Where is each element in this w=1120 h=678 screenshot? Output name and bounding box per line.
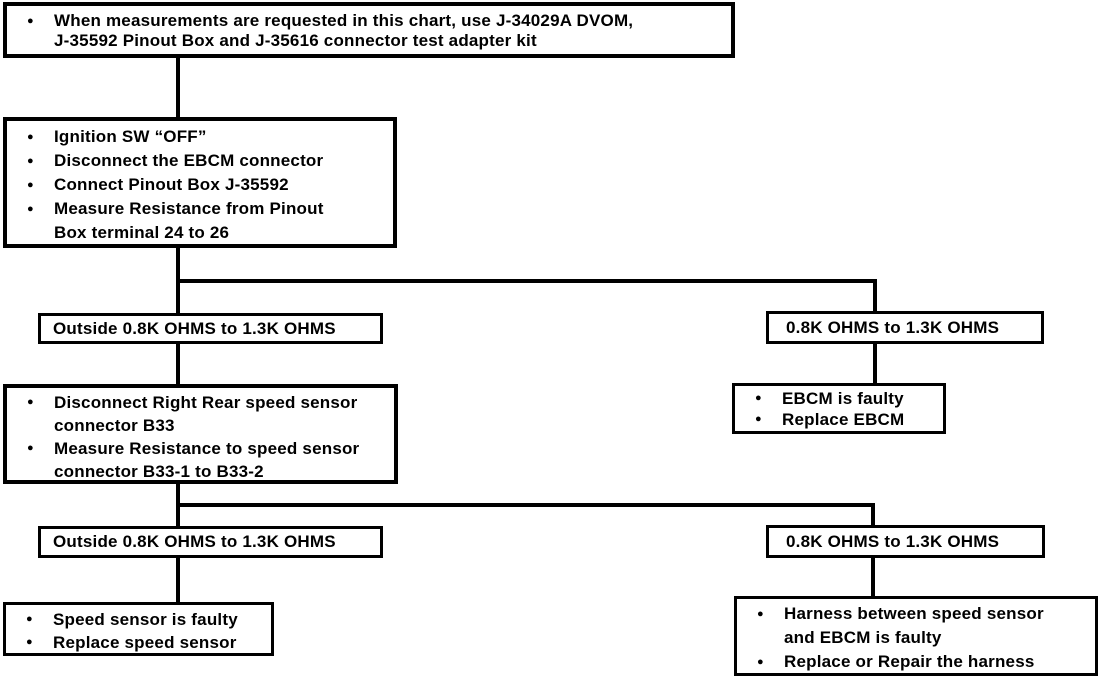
list-item: ● Measure Resistance from Pinout Box ter… [27, 197, 387, 245]
outside-range-result-box-1: Outside 0.8K OHMS to 1.3K OHMS [38, 313, 383, 344]
bullet-icon: ● [26, 636, 33, 648]
list-item: ● When measurements are requested in thi… [27, 11, 725, 51]
connector-branch1-horizontal [176, 279, 877, 283]
in-range-result-box-2: 0.8K OHMS to 1.3K OHMS [766, 525, 1045, 558]
in-range-label-2: 0.8K OHMS to 1.3K OHMS [786, 531, 1000, 551]
bullet-icon: ● [755, 392, 762, 404]
connector-branch2-right-drop [871, 503, 875, 527]
connector-branch2-horizontal [176, 503, 875, 507]
instructions-text: When measurements are requested in this … [54, 11, 634, 50]
connector-outside1-to-sensor [176, 342, 180, 386]
connector-inrange1-to-ebcm [873, 342, 877, 385]
bullet-icon: ● [27, 155, 34, 167]
outside-range-result-box-2: Outside 0.8K OHMS to 1.3K OHMS [38, 526, 383, 558]
result-text: Replace or Repair the harness [784, 652, 1035, 671]
connector-inrange2-to-harness [871, 556, 875, 598]
result-text: Replace speed sensor [53, 633, 237, 652]
list-item: ● Harness between speed sensor and EBCM … [757, 602, 1089, 650]
bullet-icon: ● [27, 131, 34, 143]
connector-branch1-right-drop [873, 279, 877, 313]
bullet-icon: ● [757, 656, 764, 668]
list-item: ● Replace speed sensor [26, 631, 265, 654]
step-text: Disconnect the EBCM connector [54, 151, 324, 170]
result-text: Replace EBCM [782, 410, 905, 429]
result-text: Speed sensor is faulty [53, 610, 238, 629]
sensor-test-box: ● Disconnect Right Rear speed sensor con… [3, 384, 398, 484]
outside-range-label-1: Outside 0.8K OHMS to 1.3K OHMS [53, 318, 336, 338]
harness-faulty-box: ● Harness between speed sensor and EBCM … [734, 596, 1098, 676]
list-item: ● Speed sensor is faulty [26, 608, 265, 631]
step-text: Ignition SW “OFF” [54, 127, 207, 146]
bullet-icon: ● [27, 203, 34, 215]
instructions-box: ● When measurements are requested in thi… [3, 2, 735, 58]
outside-range-label-2: Outside 0.8K OHMS to 1.3K OHMS [53, 532, 336, 551]
list-item: ● Ignition SW “OFF” [27, 125, 387, 149]
test-steps-box: ● Ignition SW “OFF” ● Disconnect the EBC… [3, 117, 397, 248]
bullet-icon: ● [757, 608, 764, 620]
connector-outside2-to-result [176, 556, 180, 604]
ebcm-faulty-box: ● EBCM is faulty ● Replace EBCM [732, 383, 946, 434]
bullet-icon: ● [27, 442, 34, 454]
in-range-result-box-1: 0.8K OHMS to 1.3K OHMS [766, 311, 1044, 344]
list-item: ● Replace or Repair the harness [757, 650, 1089, 674]
list-item: ● Disconnect Right Rear speed sensor con… [27, 391, 388, 437]
list-item: ● Measure Resistance to speed sensor con… [27, 437, 388, 483]
sensor-faulty-box: ● Speed sensor is faulty ● Replace speed… [3, 602, 274, 656]
list-item: ● Replace EBCM [755, 409, 937, 430]
bullet-icon: ● [27, 15, 34, 27]
bullet-icon: ● [755, 413, 762, 425]
step-text: Disconnect Right Rear speed sensor conne… [54, 393, 358, 435]
bullet-icon: ● [27, 396, 34, 408]
list-item: ● Disconnect the EBCM connector [27, 149, 387, 173]
bullet-icon: ● [26, 613, 33, 625]
step-text: Connect Pinout Box J-35592 [54, 175, 289, 194]
step-text: Measure Resistance from Pinout Box termi… [54, 199, 324, 242]
result-text: EBCM is faulty [782, 389, 904, 408]
bullet-icon: ● [27, 179, 34, 191]
connector-top-to-steps [176, 56, 180, 119]
result-text: Harness between speed sensor and EBCM is… [784, 604, 1044, 647]
in-range-label-1: 0.8K OHMS to 1.3K OHMS [786, 317, 1000, 337]
list-item: ● EBCM is faulty [755, 388, 937, 409]
step-text: Measure Resistance to speed sensor conne… [54, 439, 360, 481]
list-item: ● Connect Pinout Box J-35592 [27, 173, 387, 197]
